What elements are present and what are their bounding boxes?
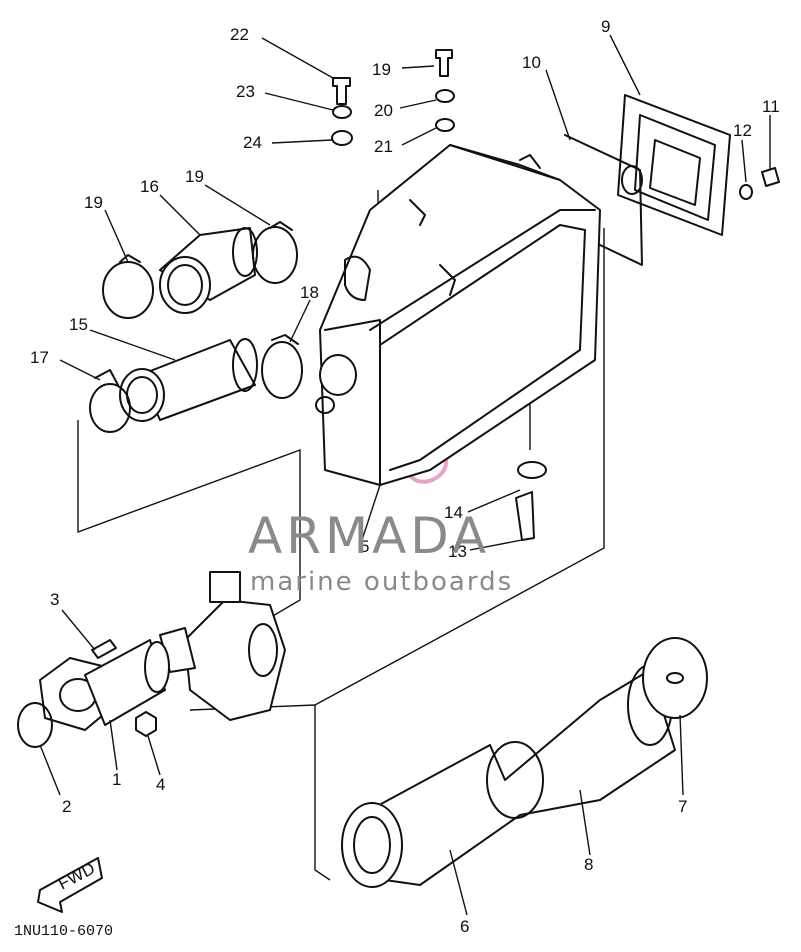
hose-clamp-19-left — [102, 254, 154, 319]
callout-3: 3 — [50, 590, 59, 609]
manifold-nut — [135, 711, 157, 737]
callout-19b: 19 — [185, 167, 204, 186]
callout-14: 14 — [444, 503, 463, 522]
callout-5: 5 — [360, 537, 369, 556]
callout-15: 15 — [69, 315, 88, 334]
hose-clamp-18 — [261, 334, 303, 399]
callout-16: 16 — [140, 177, 159, 196]
callout-13: 13 — [448, 542, 467, 561]
band-clamp-17 — [89, 369, 131, 433]
joint-1 — [119, 338, 258, 422]
callout-18: 18 — [300, 283, 319, 302]
drain-hose — [515, 461, 547, 541]
gasket — [564, 134, 643, 266]
callout-24: 23 — [236, 82, 255, 101]
o-ring — [17, 702, 53, 748]
callout-12: 12 — [733, 121, 752, 140]
callout-19a: 19 — [84, 193, 103, 212]
case-cap — [617, 94, 731, 236]
fwd-arrow-icon: FWD — [37, 857, 103, 913]
callout-25: 24 — [243, 133, 262, 152]
callout-17: 17 — [30, 348, 49, 367]
callout-2: 2 — [62, 797, 71, 816]
callout-1: 1 — [112, 770, 121, 789]
end-cap — [642, 637, 708, 719]
callout-8: 8 — [584, 855, 593, 874]
callout-23: 22 — [230, 25, 249, 44]
callout-11: 11 — [762, 97, 780, 116]
intake-manifold — [39, 639, 170, 731]
manifold-bolt — [91, 639, 117, 659]
callout-7: 7 — [678, 797, 687, 816]
hose-clamp-19-right — [252, 221, 298, 284]
callout-numbers: 22 23 24 19 20 21 10 9 11 12 16 19 19 15… — [30, 17, 780, 936]
callout-6: 6 — [460, 917, 469, 936]
callout-21: 20 — [374, 101, 393, 120]
joint-2 — [159, 227, 258, 314]
filter-element — [341, 664, 676, 888]
callout-4: 4 — [156, 775, 165, 794]
diagram-code: 1NU110-6070 — [14, 923, 113, 940]
callout-20: 19 — [372, 60, 391, 79]
callout-9: 9 — [601, 17, 610, 36]
leader-lines — [39, 34, 771, 916]
callout-10: 10 — [522, 53, 541, 72]
air-filter-case — [315, 144, 601, 486]
watermark-tagline: marine outboards — [250, 567, 513, 597]
fasteners — [331, 49, 780, 200]
callout-22: 21 — [374, 137, 393, 156]
watermark-brand: ARMADA — [248, 507, 490, 565]
